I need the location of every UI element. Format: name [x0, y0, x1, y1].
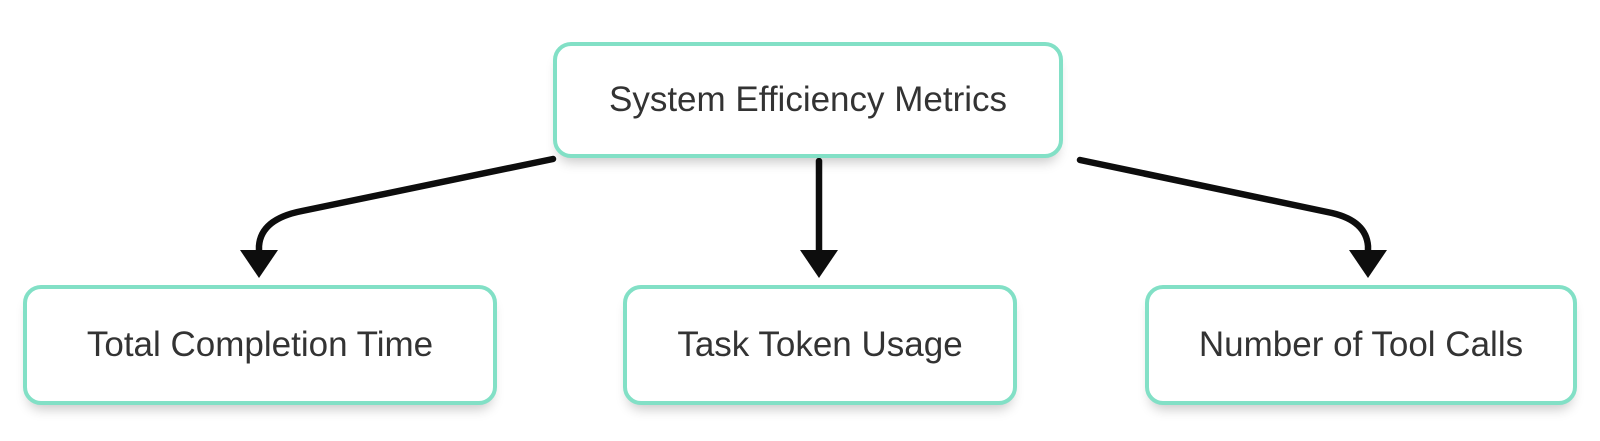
arrowhead-task-token-usage-icon — [800, 250, 838, 278]
node-number-of-tool-calls-label: Number of Tool Calls — [1198, 325, 1524, 364]
node-total-completion-time-label: Total Completion Time — [86, 325, 434, 364]
arrowhead-number-of-tool-calls-icon — [1349, 250, 1387, 278]
node-number-of-tool-calls: Number of Tool Calls — [1145, 285, 1577, 405]
node-total-completion-time: Total Completion Time — [23, 285, 497, 405]
edge-root-to-total-completion-time — [255, 155, 557, 255]
node-task-token-usage: Task Token Usage — [623, 285, 1017, 405]
node-system-efficiency-metrics-label: System Efficiency Metrics — [608, 80, 1008, 119]
arrowhead-total-completion-time-icon — [240, 250, 278, 278]
edge-root-to-number-of-tool-calls — [1076, 156, 1372, 255]
node-task-token-usage-label: Task Token Usage — [677, 325, 963, 364]
node-system-efficiency-metrics: System Efficiency Metrics — [553, 42, 1063, 158]
